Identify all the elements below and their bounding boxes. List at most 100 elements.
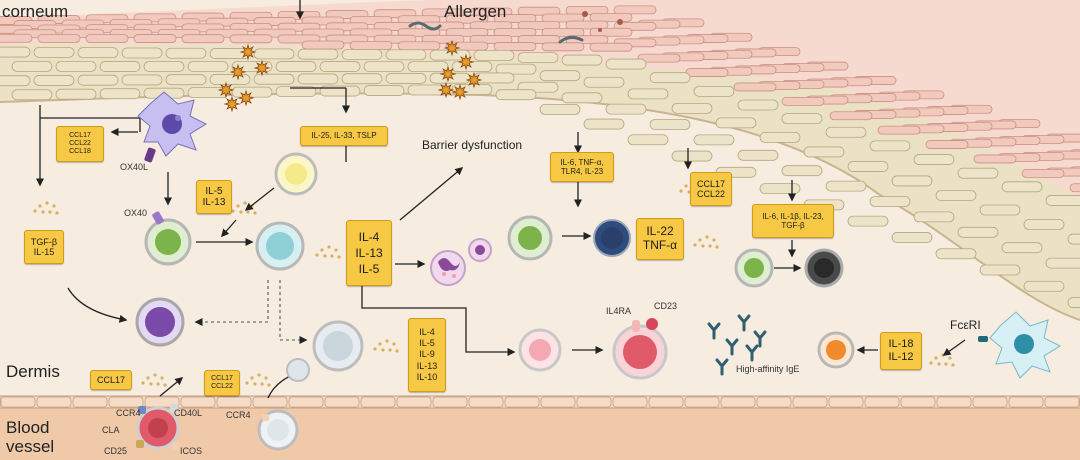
keratinocyte [363,85,405,96]
keratinocyte [671,102,713,114]
endothelial-cell [252,396,288,408]
keratinocyte [187,61,229,72]
cytokine-dot [679,189,683,193]
allergen-particles [408,11,623,44]
keratinocyte [715,117,757,129]
corneocyte [445,28,489,38]
cytokine-dot [160,376,164,380]
keratinocyte [627,134,669,146]
dashed-arrows [194,280,308,344]
cytokine-dot [153,373,157,377]
keratinocyte [649,72,691,84]
endothelial-cell [972,396,1008,408]
endothelial-cell [864,396,900,408]
cytokine-dot [705,235,709,239]
keratinocyte [583,118,625,130]
green-t-cell [144,211,192,266]
cytokine-dot [320,248,324,252]
ccr4-label-a: CCR4 [116,408,141,418]
endothelial-cell [216,396,252,408]
keratinocyte [649,119,691,130]
keratinocyte [737,99,779,111]
keratinocyte [99,61,141,72]
cd23-label: CD23 [654,301,678,311]
corneocyte [589,12,633,22]
keratinocyte [539,70,581,82]
endothelial-cell [468,396,504,408]
allergen-star [237,89,255,107]
keratinocyte [341,73,383,85]
keratinocyte [209,48,251,59]
keratinocyte [385,73,427,84]
keratinocyte [451,61,493,73]
keratinocyte [517,52,559,63]
endothelial-cell [576,396,612,408]
cytokine-dot [245,381,249,385]
corneocyte [493,28,537,37]
b-cell [518,328,562,372]
corneocyte [517,20,561,30]
cytokine-dot [250,376,254,380]
memory-t-cell [312,320,364,372]
cytokine-dot [327,245,331,249]
allergen-star [253,59,271,77]
corneocyte [493,14,537,23]
keratinocyte [1067,233,1080,245]
endothelial-cell [648,396,684,408]
blood-vessel-label-line1: Blood [6,418,50,437]
endothelial-cell [396,396,432,408]
cytokine-dot [236,204,240,208]
cytokine-dot [693,243,697,247]
cytokine-dot [239,210,243,214]
black-th17-cell [804,248,844,288]
endothelial-cell [288,396,324,408]
ox40l-label: OX40L [120,162,149,172]
keratinocyte [275,86,317,97]
corneocyte [133,34,177,43]
allergen-star [439,65,457,83]
keratinocyte [781,165,823,177]
endothelial-cell [324,396,360,408]
corneocyte [781,96,825,106]
naive-t-cell [255,221,305,271]
endothelial-cell [72,396,108,408]
cytokine-dot [41,210,45,214]
cytokine-dot [337,255,341,259]
cytokine-dot [951,363,955,367]
cytokine-dot [33,209,37,213]
corneocyte [349,40,393,50]
cytokine-dot [708,244,712,248]
cd40l-label: CD40L [174,408,203,418]
cytokine-dot [701,244,705,248]
cytokine-dot [395,349,399,353]
ige-molecule [715,358,729,376]
cytokine-dot [146,376,150,380]
cytokine-dot [243,201,247,205]
cytokine-dot [334,248,338,252]
endothelial-cell [180,396,216,408]
corneocyte [469,7,513,17]
corneocyte [397,28,441,38]
keratinocyte [143,61,185,72]
cytokine-dot [257,373,261,377]
corneocyte [517,35,561,44]
dermis-label: Dermis [6,362,60,381]
cytokine-dot [388,348,392,352]
allergen-star [457,53,475,71]
fceri-label: FcεRI [950,318,981,332]
keratinocyte [1023,280,1065,292]
cytokine-box-ccl17-dermis: CCL17 [90,370,132,390]
cytokine-box-th17-inducers: IL-6, IL-1β, IL-23,TGF-β [752,204,834,238]
keratinocyte [121,47,163,59]
cytokine-dot [48,210,52,214]
cytokine-dot [52,204,56,208]
keratinocyte [297,48,339,60]
ige-molecule [745,344,759,362]
small-memory-cell [286,358,310,382]
